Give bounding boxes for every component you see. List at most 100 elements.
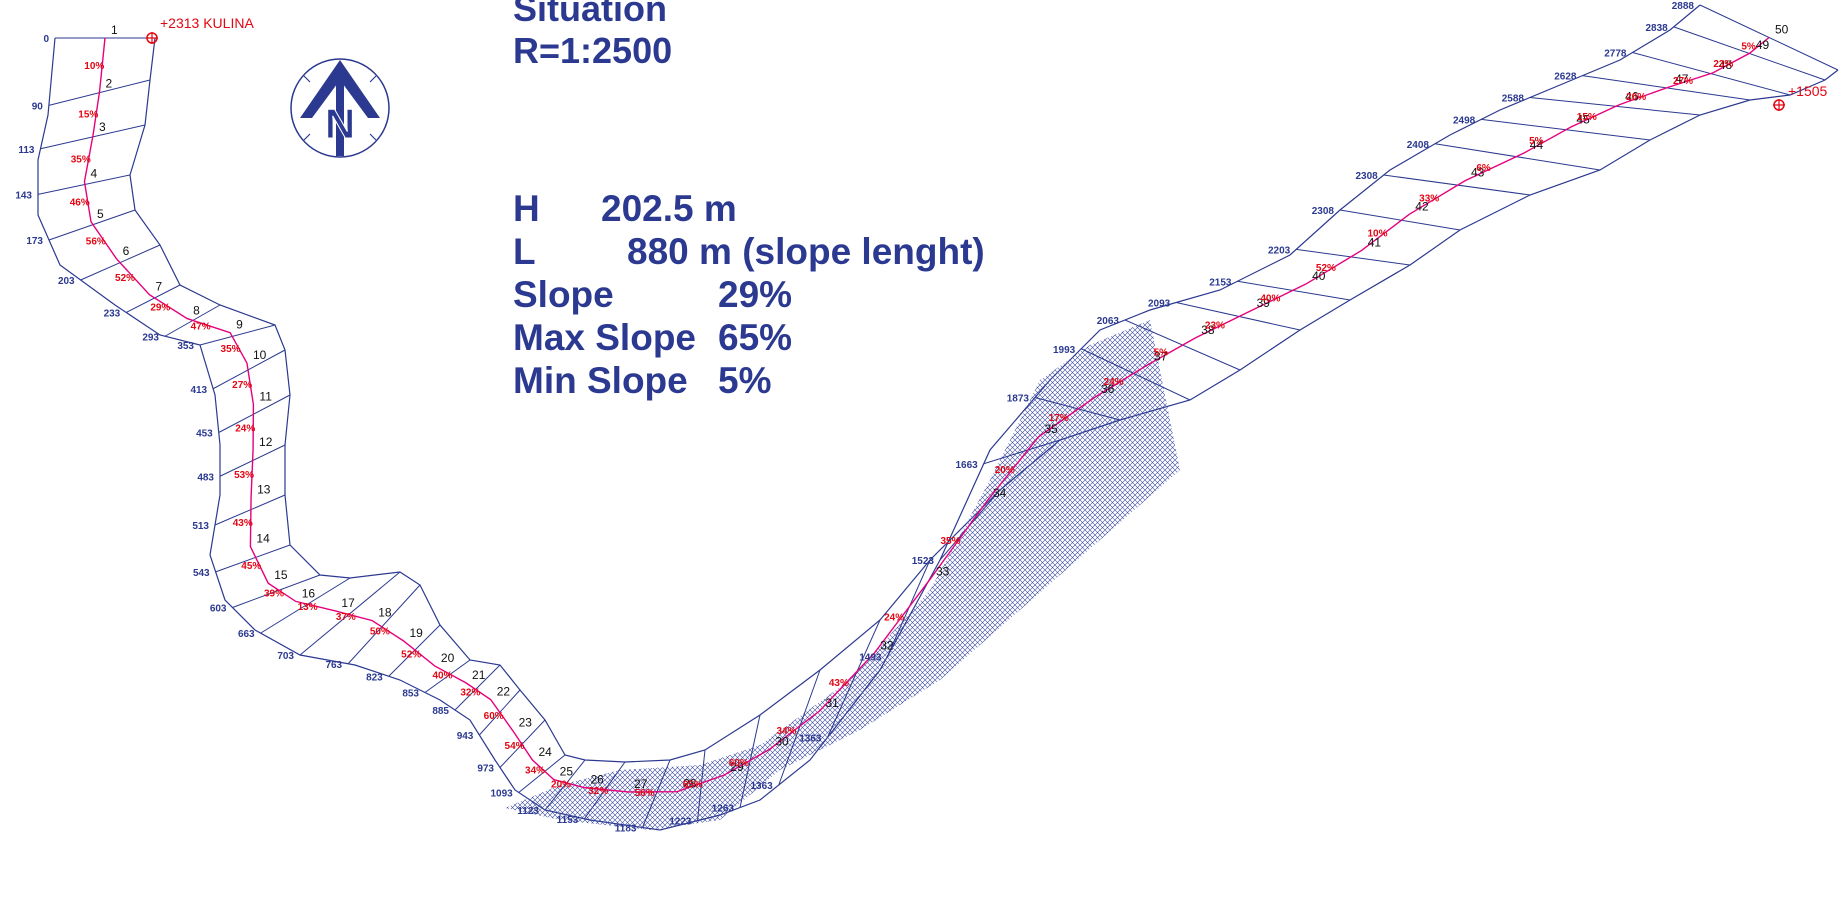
station-label: 1663	[956, 460, 979, 471]
station-label: 2308	[1312, 206, 1335, 217]
cross-section-line	[583, 761, 626, 820]
route-point-label: 29	[730, 760, 744, 774]
cross-section-line	[983, 439, 1061, 465]
stat-max-slope-label: Max Slope	[513, 317, 696, 358]
slope-label: 60%	[484, 711, 504, 722]
station-label: 2203	[1268, 245, 1291, 256]
station-label: 663	[238, 629, 255, 640]
cross-section-line	[454, 664, 501, 711]
route-point-label: 34	[993, 486, 1007, 500]
station-label: 2093	[1148, 299, 1171, 310]
station-label: 823	[366, 672, 383, 683]
route-point-label: 11	[259, 390, 272, 404]
cross-section-line	[126, 284, 181, 313]
slope-label: 32%	[460, 687, 480, 698]
point-labels: 1234567891011121314151617181920212223242…	[90, 23, 1788, 791]
cross-section-line	[299, 571, 401, 656]
station-label: 973	[477, 764, 494, 775]
cross-section-line	[48, 209, 136, 241]
station-label: 1523	[912, 556, 935, 567]
route-point-label: 40	[1312, 269, 1326, 283]
station-label: 90	[32, 101, 44, 112]
route-point-label: 49	[1756, 38, 1770, 52]
title-scale: R=1:2500	[513, 30, 673, 71]
slope-label: 20%	[1626, 92, 1646, 103]
slope-label: 34%	[776, 726, 796, 737]
cross-section-line	[1339, 209, 1461, 231]
slope-label: 20%	[551, 780, 571, 791]
slope-label: 20%	[995, 465, 1015, 476]
route-point-label: 26	[590, 773, 604, 787]
slope-label: 37%	[336, 612, 356, 623]
slope-label: 52%	[401, 649, 421, 660]
station-label: 2628	[1554, 72, 1577, 83]
cross-section-line	[697, 749, 706, 821]
route-point-label: 50	[1775, 23, 1789, 37]
station-label: 1873	[1007, 394, 1030, 405]
station-label: 453	[196, 429, 213, 440]
slope-label: 43%	[233, 518, 253, 529]
station-label: 0	[43, 34, 49, 45]
slope-label: 24%	[235, 423, 255, 434]
slope-label: 54%	[505, 741, 525, 752]
station-labels: 0901131431732032332933534134534835135436…	[15, 1, 1694, 835]
slope-label: 43%	[829, 678, 849, 689]
station-label: 1093	[491, 789, 514, 800]
cross-section-line	[214, 494, 286, 526]
route-point-label: 21	[472, 668, 486, 682]
slope-label: 5%	[1154, 347, 1169, 358]
stat-max-slope-value: 65%	[718, 317, 793, 358]
slope-label: 46%	[70, 198, 90, 209]
station-label: 353	[177, 341, 194, 352]
slope-label: 10%	[84, 61, 104, 72]
cross-section-line	[424, 659, 471, 693]
route-point-label: 16	[302, 586, 316, 600]
route-point-label: 10	[253, 348, 267, 362]
route-point-label: 43	[1471, 166, 1485, 180]
station-label: 943	[457, 731, 474, 742]
route-point-label: 48	[1719, 58, 1733, 72]
route-point-label: 35	[1044, 422, 1058, 436]
station-label: 853	[402, 689, 419, 700]
cross-section-line	[199, 324, 276, 346]
hatched-zone	[505, 320, 1180, 830]
station-label: 143	[15, 190, 32, 201]
station-label: 2498	[1453, 115, 1476, 126]
stat-length-value: 880 m (slope lenght)	[627, 231, 985, 272]
route-point-label: 6	[123, 244, 130, 258]
slope-label: 40%	[432, 670, 452, 681]
cross-section-line	[37, 174, 131, 195]
slope-label: 35%	[940, 536, 960, 547]
station-label: 2778	[1604, 49, 1627, 60]
slope-label: 29%	[150, 303, 170, 314]
station-label: 1223	[669, 817, 692, 828]
route-point-label: 13	[257, 482, 271, 496]
route-point-label: 15	[274, 568, 288, 582]
route-point-label: 18	[378, 606, 392, 620]
slope-label: 52%	[115, 273, 135, 284]
cross-section-line	[827, 619, 881, 738]
slope-label: 50%	[370, 627, 390, 638]
station-label: 113	[18, 145, 35, 156]
route-point-label: 31	[825, 696, 839, 710]
slope-label: 56%	[635, 788, 655, 799]
route-point-label: 4	[90, 167, 97, 181]
cross-section-line	[218, 394, 291, 433]
station-label: 413	[190, 385, 207, 396]
slope-label: 60%	[729, 758, 749, 769]
cross-section-line	[1296, 248, 1411, 266]
cross-section-line	[544, 759, 586, 811]
slope-label: 13%	[298, 602, 318, 613]
route-point-label: 42	[1415, 199, 1429, 213]
stat-slope-label: Slope	[513, 274, 614, 315]
station-label: 2888	[1672, 1, 1695, 12]
station-label: 763	[325, 660, 342, 671]
station-label: 2838	[1646, 23, 1669, 34]
station-label: 173	[26, 236, 43, 247]
station-label: 1263	[712, 804, 735, 815]
stat-slope-value: 29%	[718, 274, 793, 315]
title-line-1: Situation	[513, 0, 667, 29]
slope-labels: 10%15%35%46%56%52%29%47%35%27%24%53%43%4…	[70, 41, 1756, 799]
cross-section-line	[388, 624, 441, 677]
route-point-label: 39	[1257, 296, 1271, 310]
